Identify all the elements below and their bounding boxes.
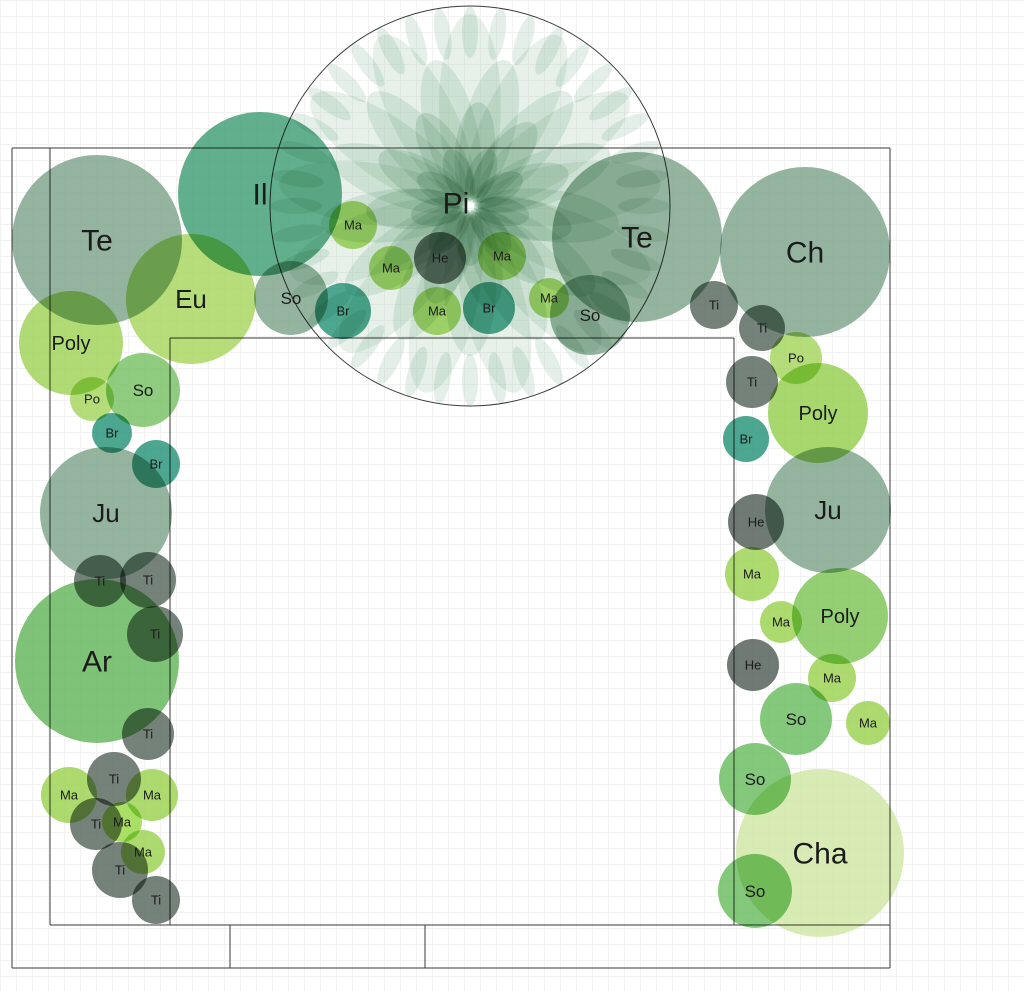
flower-petal bbox=[573, 63, 613, 103]
plant-circle-ma-10[interactable] bbox=[413, 287, 461, 335]
plant-circle-so-51[interactable] bbox=[718, 854, 792, 928]
plant-circle-po-16[interactable] bbox=[70, 377, 114, 421]
flower-petal bbox=[327, 63, 367, 103]
plant-circle-ju-40[interactable] bbox=[765, 447, 891, 573]
plant-circle-so-47[interactable] bbox=[760, 683, 832, 755]
plant-circle-poly-3[interactable] bbox=[19, 291, 123, 395]
plant-circle-poly-38[interactable] bbox=[768, 363, 868, 463]
plant-circle-ti-37[interactable] bbox=[726, 356, 778, 408]
flower-petal bbox=[377, 337, 405, 385]
plant-circle-ma-8[interactable] bbox=[478, 232, 526, 280]
plant-circle-br-39[interactable] bbox=[723, 416, 769, 462]
plant-circle-ma-46[interactable] bbox=[808, 654, 856, 702]
plant-circle-ti-34[interactable] bbox=[690, 281, 738, 329]
flower-petal bbox=[535, 337, 563, 385]
plant-circle-il-1[interactable] bbox=[178, 112, 342, 276]
plant-circle-ch-15[interactable] bbox=[720, 167, 890, 337]
flower-petal bbox=[442, 149, 476, 203]
plant-circle-ma-30[interactable] bbox=[102, 802, 142, 842]
plant-circle-he-45[interactable] bbox=[727, 639, 779, 691]
plant-circle-ma-44[interactable] bbox=[760, 601, 802, 643]
plant-circle-ti-32[interactable] bbox=[92, 842, 148, 898]
plant-circle-ju-20[interactable] bbox=[40, 447, 172, 579]
plant-circle-so-17[interactable] bbox=[106, 353, 180, 427]
plant-circles-layer bbox=[12, 112, 904, 937]
plant-circle-br-11[interactable] bbox=[463, 282, 515, 334]
plant-circle-so-4[interactable] bbox=[254, 261, 328, 335]
plant-circle-ti-35[interactable] bbox=[739, 305, 785, 351]
plant-circle-ma-28[interactable] bbox=[126, 769, 178, 821]
plant-circle-ma-48[interactable] bbox=[846, 701, 890, 745]
plant-circle-ti-33[interactable] bbox=[132, 876, 180, 924]
flower-petal bbox=[417, 171, 468, 209]
plant-circle-br-18[interactable] bbox=[92, 413, 132, 453]
plant-circle-poly-43[interactable] bbox=[792, 568, 888, 664]
plant-circle-te-14[interactable] bbox=[552, 152, 722, 322]
plant-circle-ma-42[interactable] bbox=[725, 547, 779, 601]
plant-circle-ma-6[interactable] bbox=[369, 246, 413, 290]
plant-circle-ar-24[interactable] bbox=[15, 579, 179, 743]
flower-petal bbox=[462, 354, 478, 406]
plant-circle-br-9[interactable] bbox=[315, 283, 371, 339]
plant-circle-ma-5[interactable] bbox=[329, 201, 377, 249]
plant-circle-he-7[interactable] bbox=[414, 232, 466, 284]
plant-circle-ti-25[interactable] bbox=[122, 708, 174, 760]
flower-petal bbox=[405, 15, 428, 66]
plant-circle-eu-2[interactable] bbox=[126, 234, 256, 364]
flower-petal bbox=[512, 15, 535, 66]
plant-circle-he-41[interactable] bbox=[728, 494, 784, 550]
